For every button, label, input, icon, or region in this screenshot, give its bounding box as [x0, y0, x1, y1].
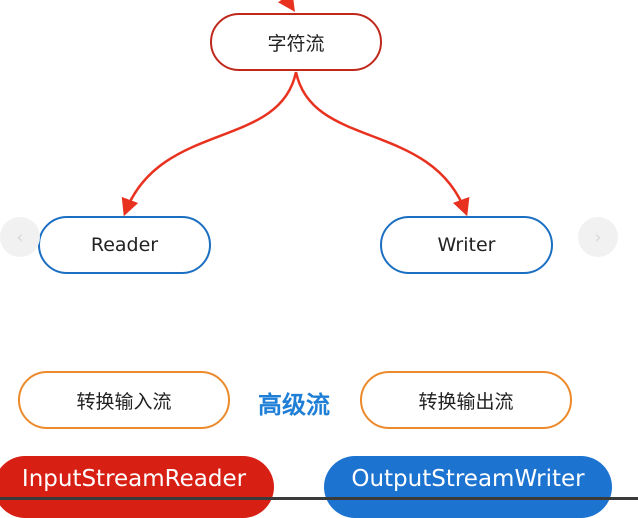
chevron-left-icon: ‹: [16, 226, 24, 248]
reader-label: Reader: [90, 234, 159, 256]
advanced-stream-label: 高级流: [258, 390, 330, 419]
writer-node: Writer: [380, 216, 553, 274]
output-stream-writer-pill: OutputStreamWriter: [324, 456, 612, 518]
chevron-right-icon: ›: [594, 226, 602, 248]
input-converter-label: 转换输入流: [76, 390, 172, 413]
previous-slide-button[interactable]: ‹: [0, 217, 40, 257]
next-slide-button[interactable]: ›: [578, 217, 618, 257]
writer-label: Writer: [437, 234, 496, 256]
input-stream-reader-pill: InputStreamReader: [0, 456, 274, 518]
character-stream-node: 字符流: [210, 13, 382, 71]
input-stream-reader-label: InputStreamReader: [21, 466, 247, 492]
character-stream-label: 字符流: [267, 32, 325, 55]
incoming-arrow: [277, 0, 295, 12]
reader-node: Reader: [38, 216, 211, 274]
arrow-to-writer: [294, 71, 470, 217]
input-converter-node: 转换输入流: [18, 371, 230, 429]
output-stream-writer-label: OutputStreamWriter: [351, 466, 585, 492]
output-converter-label: 转换输出流: [418, 390, 514, 413]
output-converter-node: 转换输出流: [360, 371, 572, 429]
bottom-border: [0, 497, 638, 500]
connector-layer: [121, 0, 470, 217]
arrow-to-reader: [121, 71, 298, 217]
